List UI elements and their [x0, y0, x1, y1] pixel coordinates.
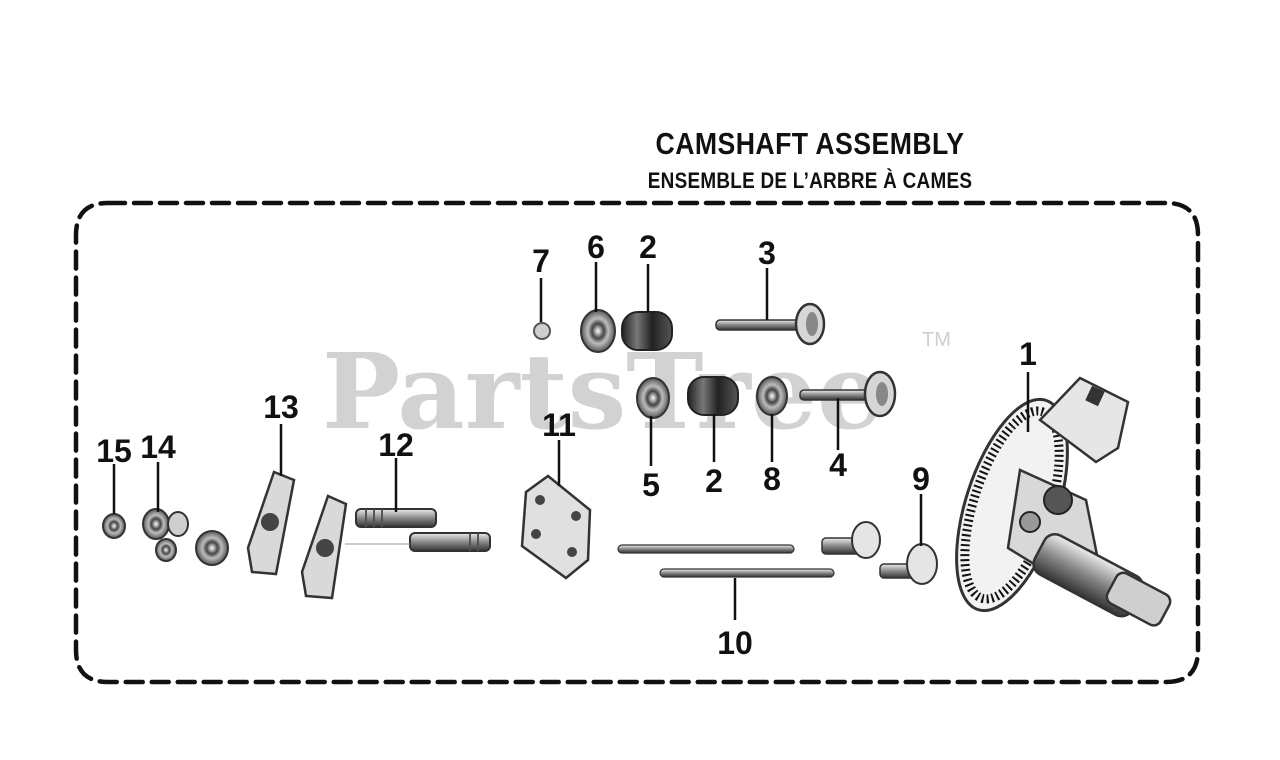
valve-spring-part-top	[621, 311, 673, 351]
rocker-stud-part	[345, 508, 491, 552]
callout-11: 11	[542, 407, 576, 443]
rocker-pivot-part	[142, 508, 229, 566]
push-rod-part	[617, 544, 835, 578]
spring-retainer-part	[636, 377, 670, 419]
callout-12: 12	[378, 427, 414, 463]
tappet-part	[821, 521, 938, 585]
valve-seal-part	[756, 376, 788, 416]
callout-6: 6	[587, 229, 605, 265]
callout-8: 8	[763, 461, 781, 497]
retainer-cap-part	[580, 309, 616, 353]
callout-leader-lines	[112, 262, 1030, 620]
diagram-titles: CAMSHAFT ASSEMBLY ENSEMBLE DE L’ARBRE À …	[560, 126, 1060, 194]
diagram-title: CAMSHAFT ASSEMBLY	[655, 126, 965, 161]
callout-1: 1	[1019, 336, 1037, 372]
rocker-arm-part	[246, 470, 348, 600]
callout-4: 4	[829, 447, 847, 483]
callout-13: 13	[263, 389, 299, 425]
push-rod-guide-plate-part	[520, 474, 592, 580]
callout-14: 14	[140, 429, 176, 465]
watermark-trademark: TM	[922, 329, 951, 351]
callout-2a: 2	[639, 229, 657, 265]
dashed-border-frame	[73, 200, 1201, 685]
callout-10: 10	[717, 625, 753, 661]
callout-3: 3	[758, 235, 776, 271]
callout-15: 15	[96, 433, 132, 469]
intake-valve-part	[715, 302, 826, 346]
jam-nut-part	[102, 513, 126, 539]
callout-7: 7	[532, 243, 550, 279]
callout-5: 5	[642, 467, 660, 503]
callout-2b: 2	[705, 463, 723, 499]
diagram-subtitle: ENSEMBLE DE L’ARBRE À CAMES	[647, 168, 973, 193]
valve-spring-part-bottom	[687, 376, 739, 416]
callout-9: 9	[912, 461, 930, 497]
callout-labels: 1 2 2 3 4 5 6 7 8 9 10 11 12 13 14 15	[96, 229, 1037, 661]
valve-keeper-part	[533, 322, 551, 340]
camshaft-gear-part	[955, 376, 1172, 627]
exhaust-valve-part	[799, 370, 897, 418]
